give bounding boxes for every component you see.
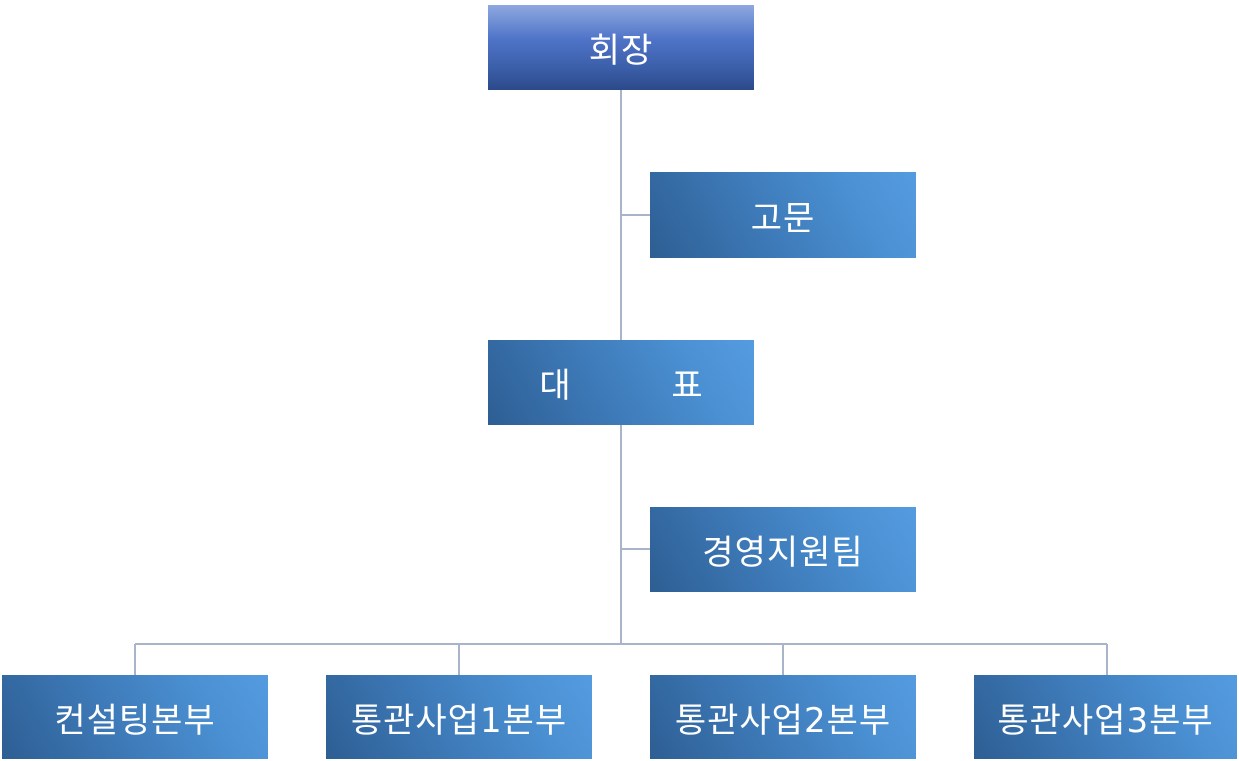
node-division-1-label: 컨설팅본부 [54, 700, 216, 741]
node-ceo-label: 대 표 [539, 366, 733, 406]
node-division-2: 통관사업1본부 [326, 675, 592, 759]
node-division-3: 통관사업2본부 [650, 675, 916, 759]
node-division-2-label: 통관사업1본부 [350, 700, 568, 741]
node-chairman-label: 회장 [588, 31, 654, 71]
node-advisor: 고문 [650, 172, 916, 258]
node-support-team: 경영지원팀 [650, 507, 916, 592]
node-division-4: 통관사업3본부 [974, 675, 1237, 759]
node-ceo: 대 표 [488, 340, 754, 425]
node-division-3-label: 통관사업2본부 [674, 700, 892, 741]
node-support-team-label: 경영지원팀 [702, 533, 864, 573]
node-chairman: 회장 [488, 5, 754, 90]
node-division-4-label: 통관사업3본부 [997, 700, 1214, 741]
node-division-1: 컨설팅본부 [2, 675, 268, 759]
node-advisor-label: 고문 [750, 198, 816, 239]
